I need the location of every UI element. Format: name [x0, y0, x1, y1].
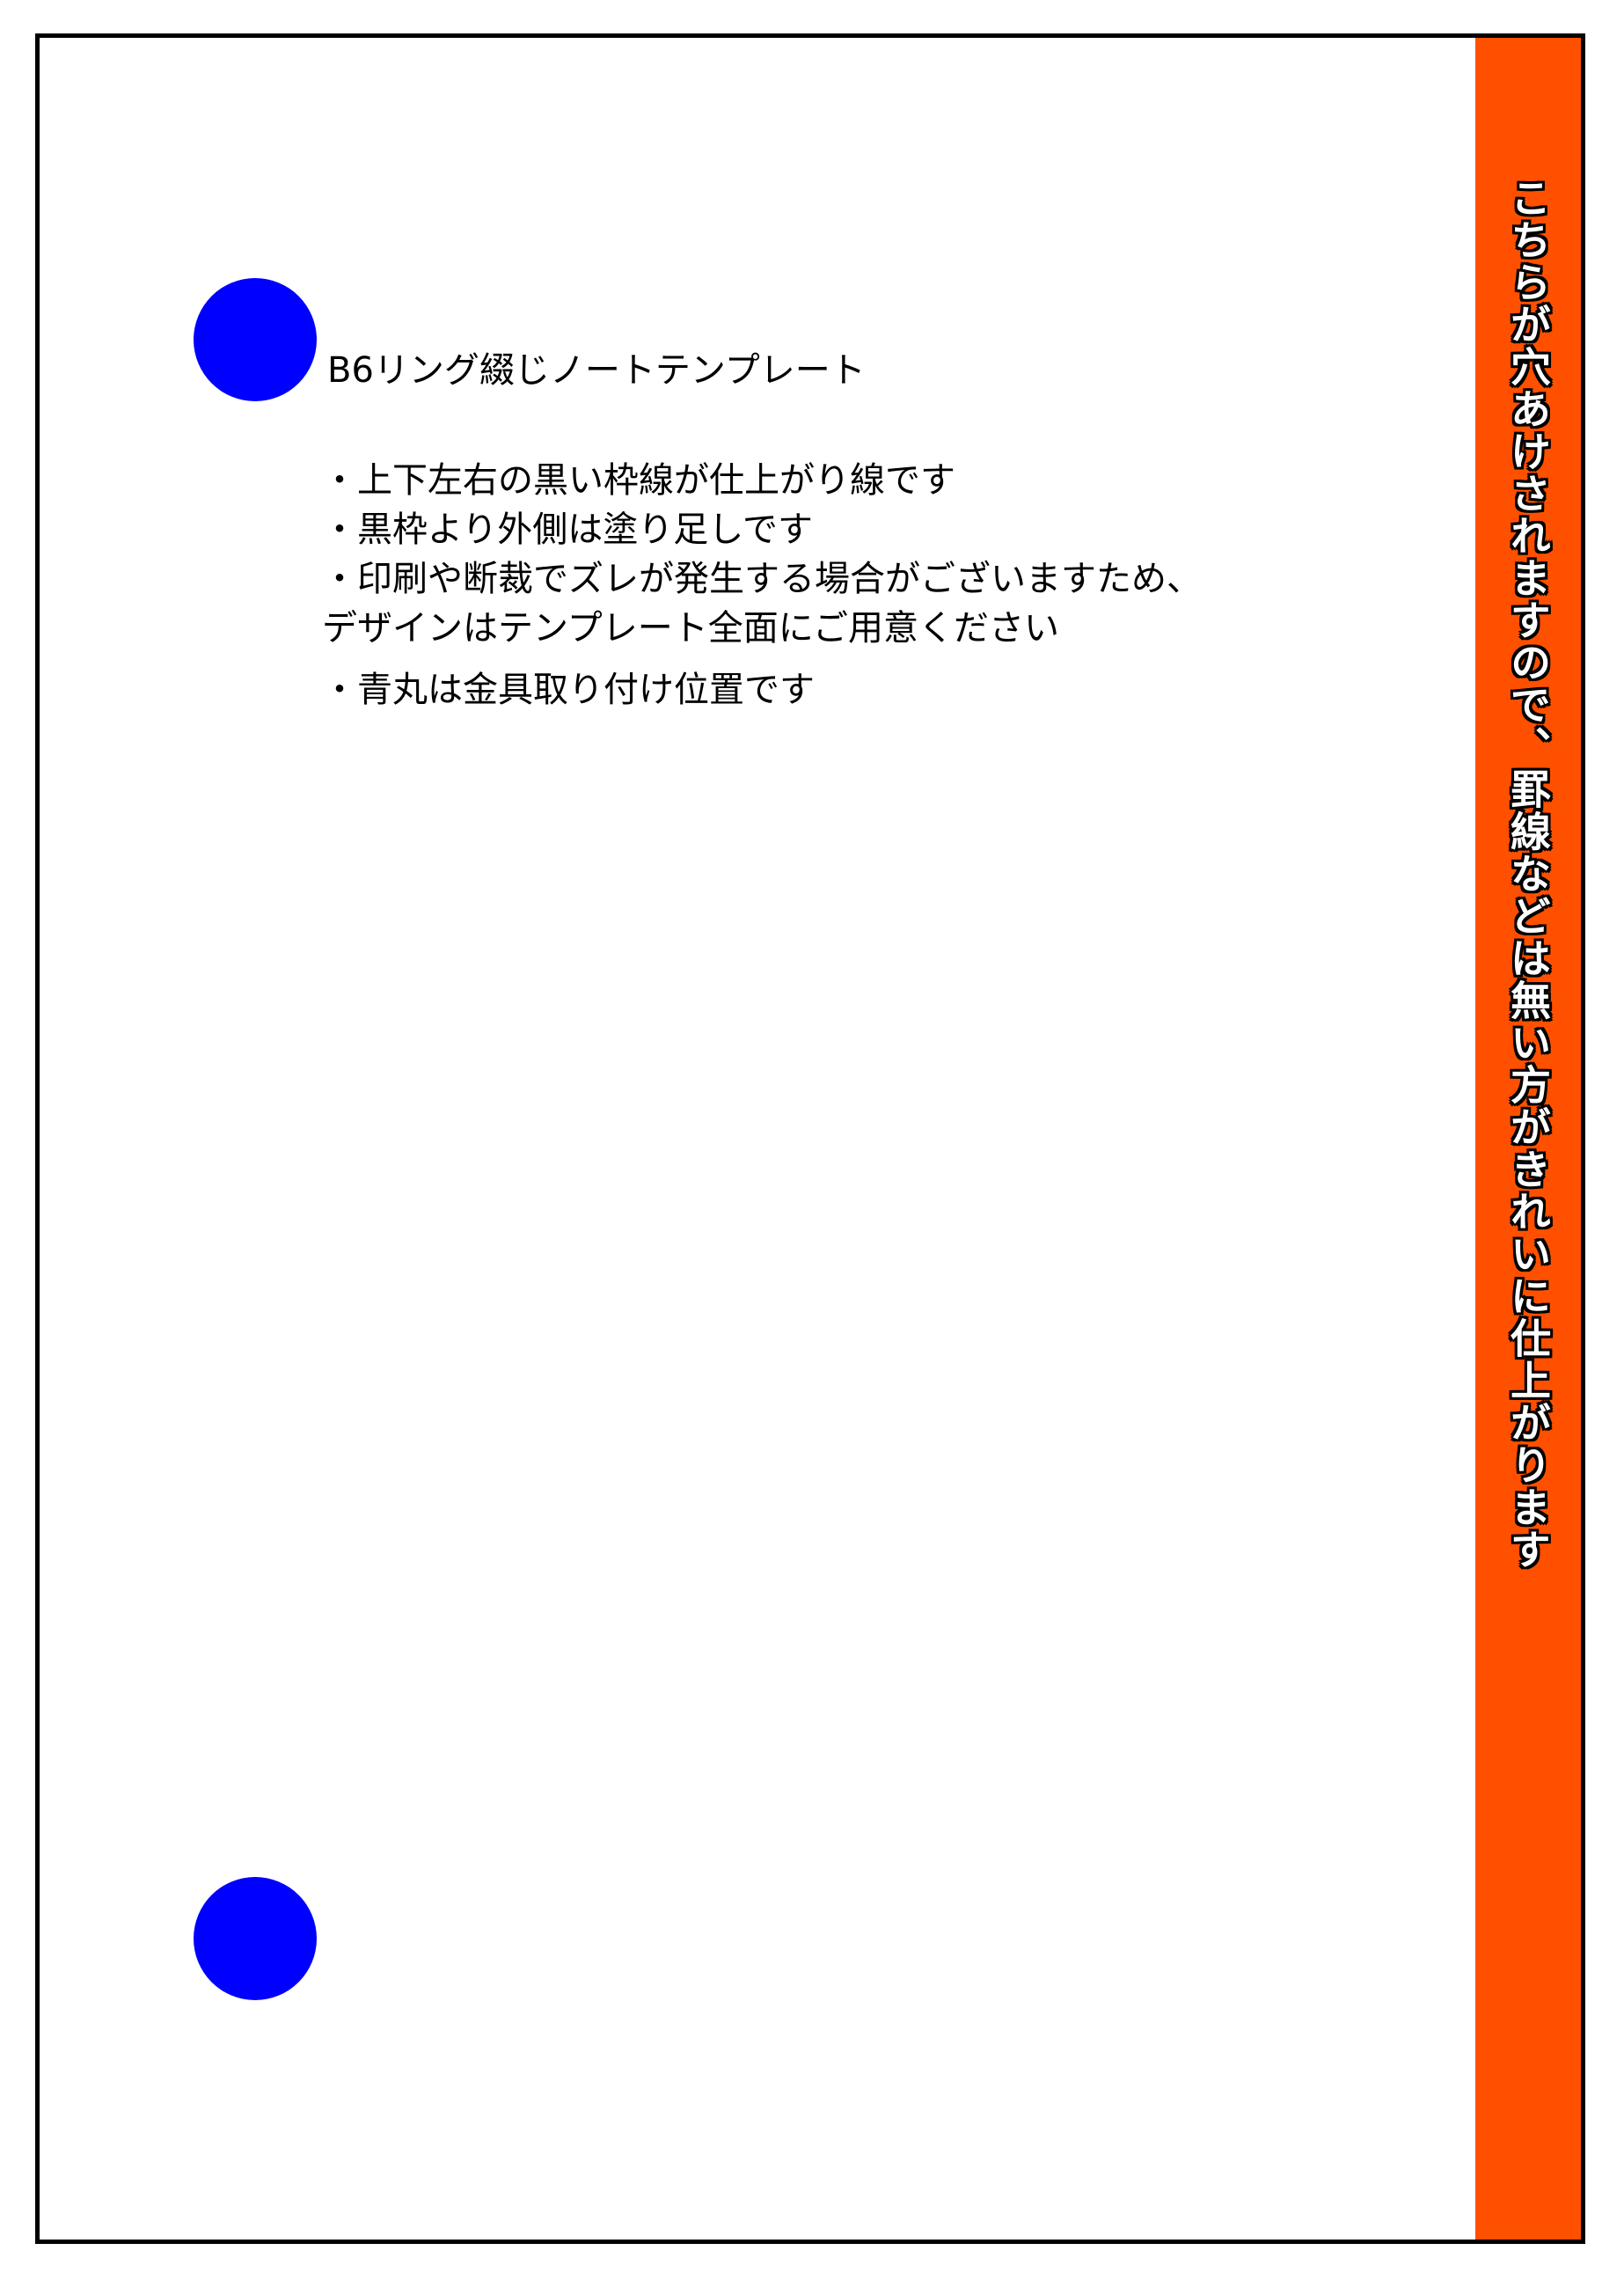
- note-misalignment-continued: デザインはテンプレート全面にご用意ください: [322, 608, 1059, 649]
- punch-area-notice: こちらが穴あけされますので、罫線などは無い方がきれいに仕上がります: [1504, 177, 1552, 1571]
- template-notes: ・上下左右の黒い枠線が仕上がり線です ・黒枠より外側は塗り足しです ・印刷や断裁…: [322, 456, 1202, 715]
- note-trim-line: ・上下左右の黒い枠線が仕上がり線です: [322, 460, 955, 501]
- hardware-position-marker-top: [194, 278, 317, 401]
- hardware-position-marker-bottom: [194, 1877, 317, 2000]
- note-bleed: ・黒枠より外側は塗り足しです: [322, 510, 813, 550]
- punch-area-strip: こちらが穴あけされますので、罫線などは無い方がきれいに仕上がります: [1475, 38, 1581, 2240]
- note-blue-circle: ・青丸は金具取り付け位置です: [322, 670, 815, 710]
- template-title: B6リング綴じノートテンプレート: [327, 350, 866, 391]
- trim-line-frame: [35, 33, 1585, 2244]
- note-misalignment: ・印刷や断裁でズレが発生する場合がございますため、: [322, 559, 1202, 599]
